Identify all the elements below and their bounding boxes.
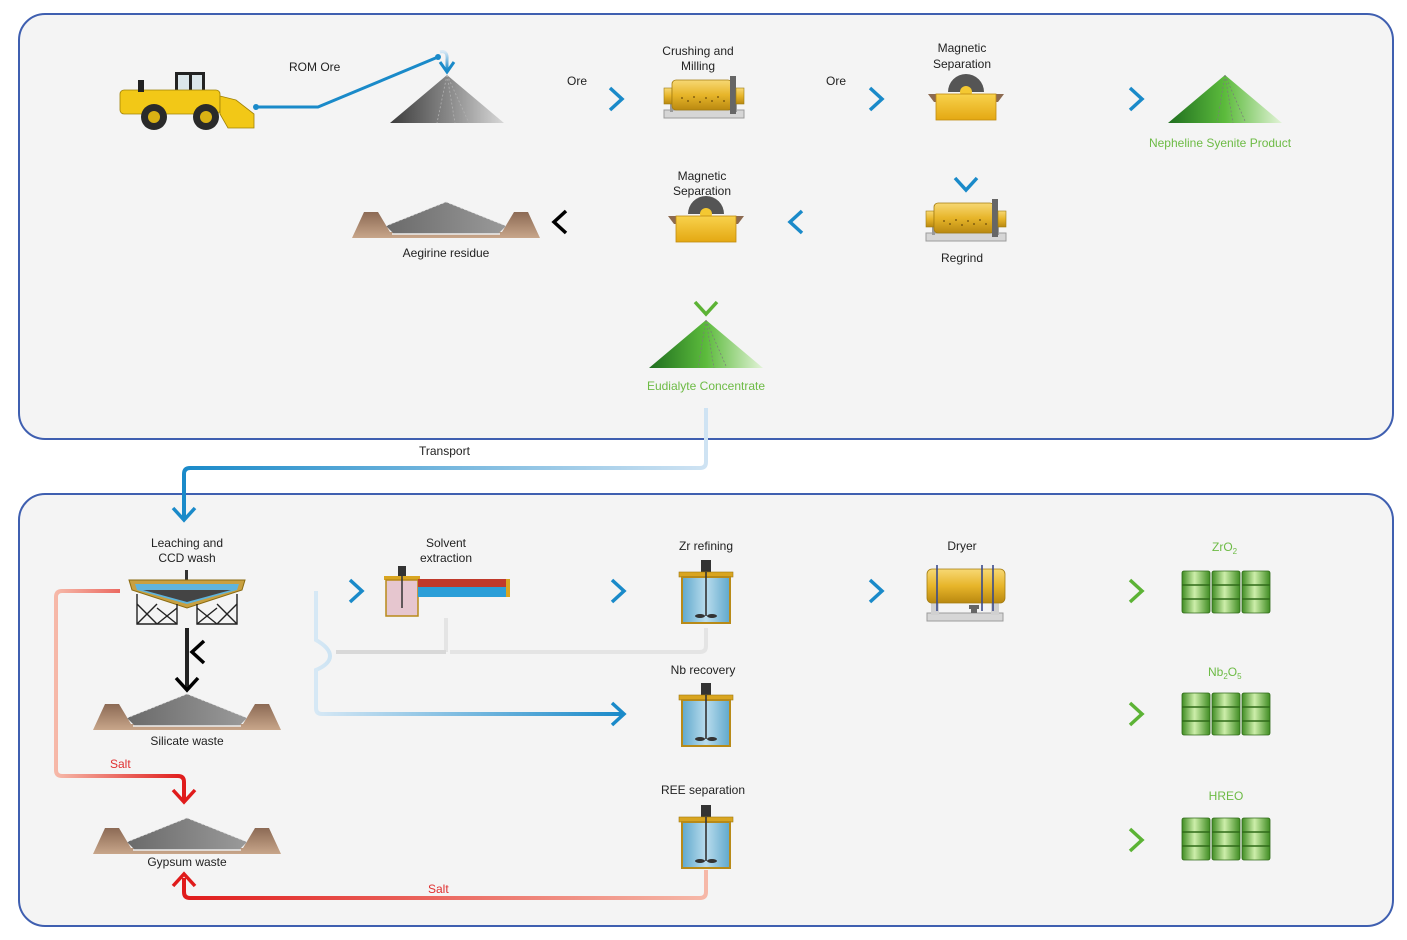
dryer-label: Dryer <box>947 539 976 553</box>
ore-label-2: Ore <box>826 74 846 88</box>
nepheline-arrow <box>1047 86 1145 112</box>
nb2o5-label: Nb2O5 <box>1208 665 1242 681</box>
sx-to-zr-arrow <box>528 578 627 604</box>
ore-arrow-1 <box>528 86 625 112</box>
silicate-down-arrow <box>174 628 200 693</box>
solvent-extraction-label-1: Solvent <box>426 536 467 550</box>
silicate-waste-label: Silicate waste <box>150 734 224 748</box>
solvent-extraction-label-2: extraction <box>420 551 472 565</box>
nb-to-nb2o5-arrow <box>787 701 1145 727</box>
crushing-mill-icon <box>663 75 745 119</box>
leaching-thickener-icon <box>128 570 246 625</box>
magsep-1-label-2: Separation <box>933 57 991 71</box>
residue-return-arrow <box>189 618 708 665</box>
eudialyte-down-arrow <box>693 252 719 317</box>
magsep-2-label-1: Magnetic <box>678 169 727 183</box>
gypsum-waste-label: Gypsum waste <box>147 855 227 869</box>
leaching-label-1: Leaching and <box>151 536 223 550</box>
hreo-drums-icon <box>1181 817 1271 861</box>
solvent-extraction-icon <box>384 566 510 617</box>
zr-refining-label: Zr refining <box>679 539 733 553</box>
salt-arrow-2 <box>171 870 708 900</box>
zro2-drums-icon <box>1181 570 1271 614</box>
regrind-down-arrow <box>953 128 979 193</box>
dryer-icon <box>926 565 1006 622</box>
hreo-label: HREO <box>1209 789 1244 803</box>
wheel-loader-icon <box>119 72 255 130</box>
salt-label-1: Salt <box>110 757 131 771</box>
leaching-label-2: CCD wash <box>158 551 215 565</box>
nb-recovery-label: Nb recovery <box>671 663 736 677</box>
regrind-to-magsep-arrow <box>787 209 886 235</box>
rom-ore-label: ROM Ore <box>289 60 341 74</box>
ore-arrow-2 <box>787 86 885 112</box>
salt-label-2: Salt <box>428 882 449 896</box>
zr-to-dryer-arrow <box>787 578 885 604</box>
leach-to-nb-arrow <box>314 591 627 727</box>
ree-separation-label: REE separation <box>661 783 745 797</box>
transport-arrow <box>171 408 708 523</box>
salt-arrow-1 <box>54 589 197 805</box>
nb2o5-drums-icon <box>1181 692 1271 736</box>
nepheline-product-label: Nepheline Syenite Product <box>1149 136 1292 150</box>
rom-ore-drop-arrow <box>439 50 449 70</box>
crushing-milling-label-2: Milling <box>681 59 715 73</box>
aegirine-arrow <box>551 209 626 235</box>
crushing-milling-label-1: Crushing and <box>662 44 733 58</box>
dryer-to-zro2-arrow <box>1047 578 1145 604</box>
regrind-label: Regrind <box>941 251 983 265</box>
transport-label: Transport <box>419 444 471 458</box>
eudialyte-concentrate-label: Eudialyte Concentrate <box>647 379 765 393</box>
magsep-2-label-2: Separation <box>673 184 731 198</box>
zro2-label: ZrO2 <box>1212 540 1238 556</box>
regrind-mill-icon <box>925 198 1007 242</box>
magsep-1-label-1: Magnetic <box>938 41 987 55</box>
ore-label-1: Ore <box>567 74 587 88</box>
rom-ore-conveyor <box>255 55 439 109</box>
aegirine-residue-label: Aegirine residue <box>403 246 490 260</box>
ree-to-hreo-arrow <box>787 827 1145 853</box>
